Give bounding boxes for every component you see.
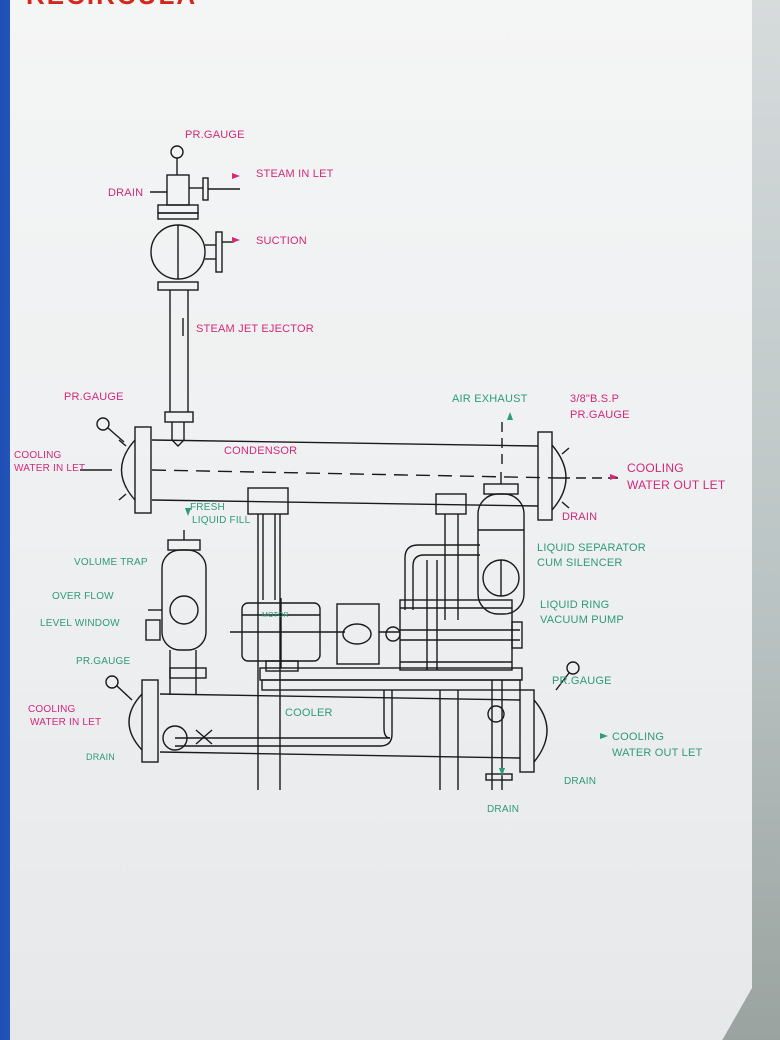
- label-cooling-in-1-line1: COOLING: [14, 450, 62, 461]
- label-drain-bottom: DRAIN: [487, 804, 519, 815]
- label-drain-right: DRAIN: [562, 511, 597, 523]
- pressure-gauge-top: [170, 145, 184, 159]
- label-bsp-line1: 3/8"B.S.P: [570, 393, 619, 405]
- condensor-shell: [151, 439, 539, 447]
- label-steam-jet-ejector: STEAM JET EJECTOR: [196, 323, 314, 335]
- label-drain-top: DRAIN: [108, 187, 143, 199]
- label-condensor: CONDENSOR: [224, 445, 297, 457]
- valve: [195, 729, 213, 745]
- pressure-gauge-cooler: [105, 675, 119, 689]
- label-suction: SUCTION: [256, 235, 307, 247]
- label-pr-gauge-right: PR.GAUGE: [552, 675, 612, 687]
- poster-header-fragment: RECIRCULA: [26, 0, 197, 10]
- label-bsp-line2: PR.GAUGE: [570, 409, 630, 421]
- label-level-window: LEVEL WINDOW: [40, 618, 120, 629]
- label-cooler: COOLER: [285, 707, 333, 719]
- diagram-labels: PR.GAUGE STEAM IN LET DRAIN SUCTION STEA…: [14, 129, 726, 815]
- label-liquid-ring-line2: VACUUM PUMP: [540, 614, 624, 626]
- liquid-ring-vacuum-pump: [399, 599, 513, 671]
- label-pr-gauge-mid: PR.GAUGE: [76, 656, 131, 667]
- cooler-shell: [159, 693, 521, 701]
- label-liquid-separator-line1: LIQUID SEPARATOR: [537, 542, 646, 554]
- label-cooling-in-1-line2: WATER IN LET: [14, 463, 85, 474]
- pressure-gauge-cooler-right: [566, 661, 580, 675]
- volume-trap: [161, 549, 207, 651]
- label-fresh-line2: LIQUID FILL: [192, 515, 251, 526]
- diagram-lines: [80, 145, 620, 790]
- label-cooling-out-2-line1: COOLING: [612, 731, 664, 743]
- label-cooling-in-2-line2: WATER IN LET: [30, 717, 101, 728]
- label-liquid-ring-line1: LIQUID RING: [540, 599, 609, 611]
- pressure-gauge-condensor: [96, 417, 110, 431]
- flow-arrows: [232, 173, 618, 480]
- label-cooling-out-1-line2: WATER OUT LET: [627, 478, 726, 492]
- coupling-guard: [336, 603, 380, 665]
- label-pr-gauge-left: PR.GAUGE: [64, 391, 124, 403]
- label-air-exhaust: AIR EXHAUST: [452, 393, 528, 405]
- label-cooling-out-2-line2: WATER OUT LET: [612, 747, 702, 759]
- label-volume-trap: VOLUME TRAP: [74, 557, 148, 568]
- label-over-flow: OVER FLOW: [52, 591, 114, 602]
- steam-inlet-body: [166, 174, 190, 206]
- label-pr-gauge-top: PR.GAUGE: [185, 129, 245, 141]
- label-cooling-in-2-line1: COOLING: [28, 704, 76, 715]
- label-drain-right-bottom: DRAIN: [564, 776, 596, 787]
- label-drain-left-bottom: DRAIN: [86, 752, 115, 762]
- label-motor: MOTOR: [262, 612, 289, 619]
- label-steam-inlet: STEAM IN LET: [256, 168, 334, 180]
- poster-paper: [10, 0, 752, 1040]
- label-fresh-line1: FRESH: [190, 502, 225, 513]
- label-cooling-out-1-line1: COOLING: [627, 461, 684, 475]
- label-liquid-separator-line2: CUM SILENCER: [537, 557, 623, 569]
